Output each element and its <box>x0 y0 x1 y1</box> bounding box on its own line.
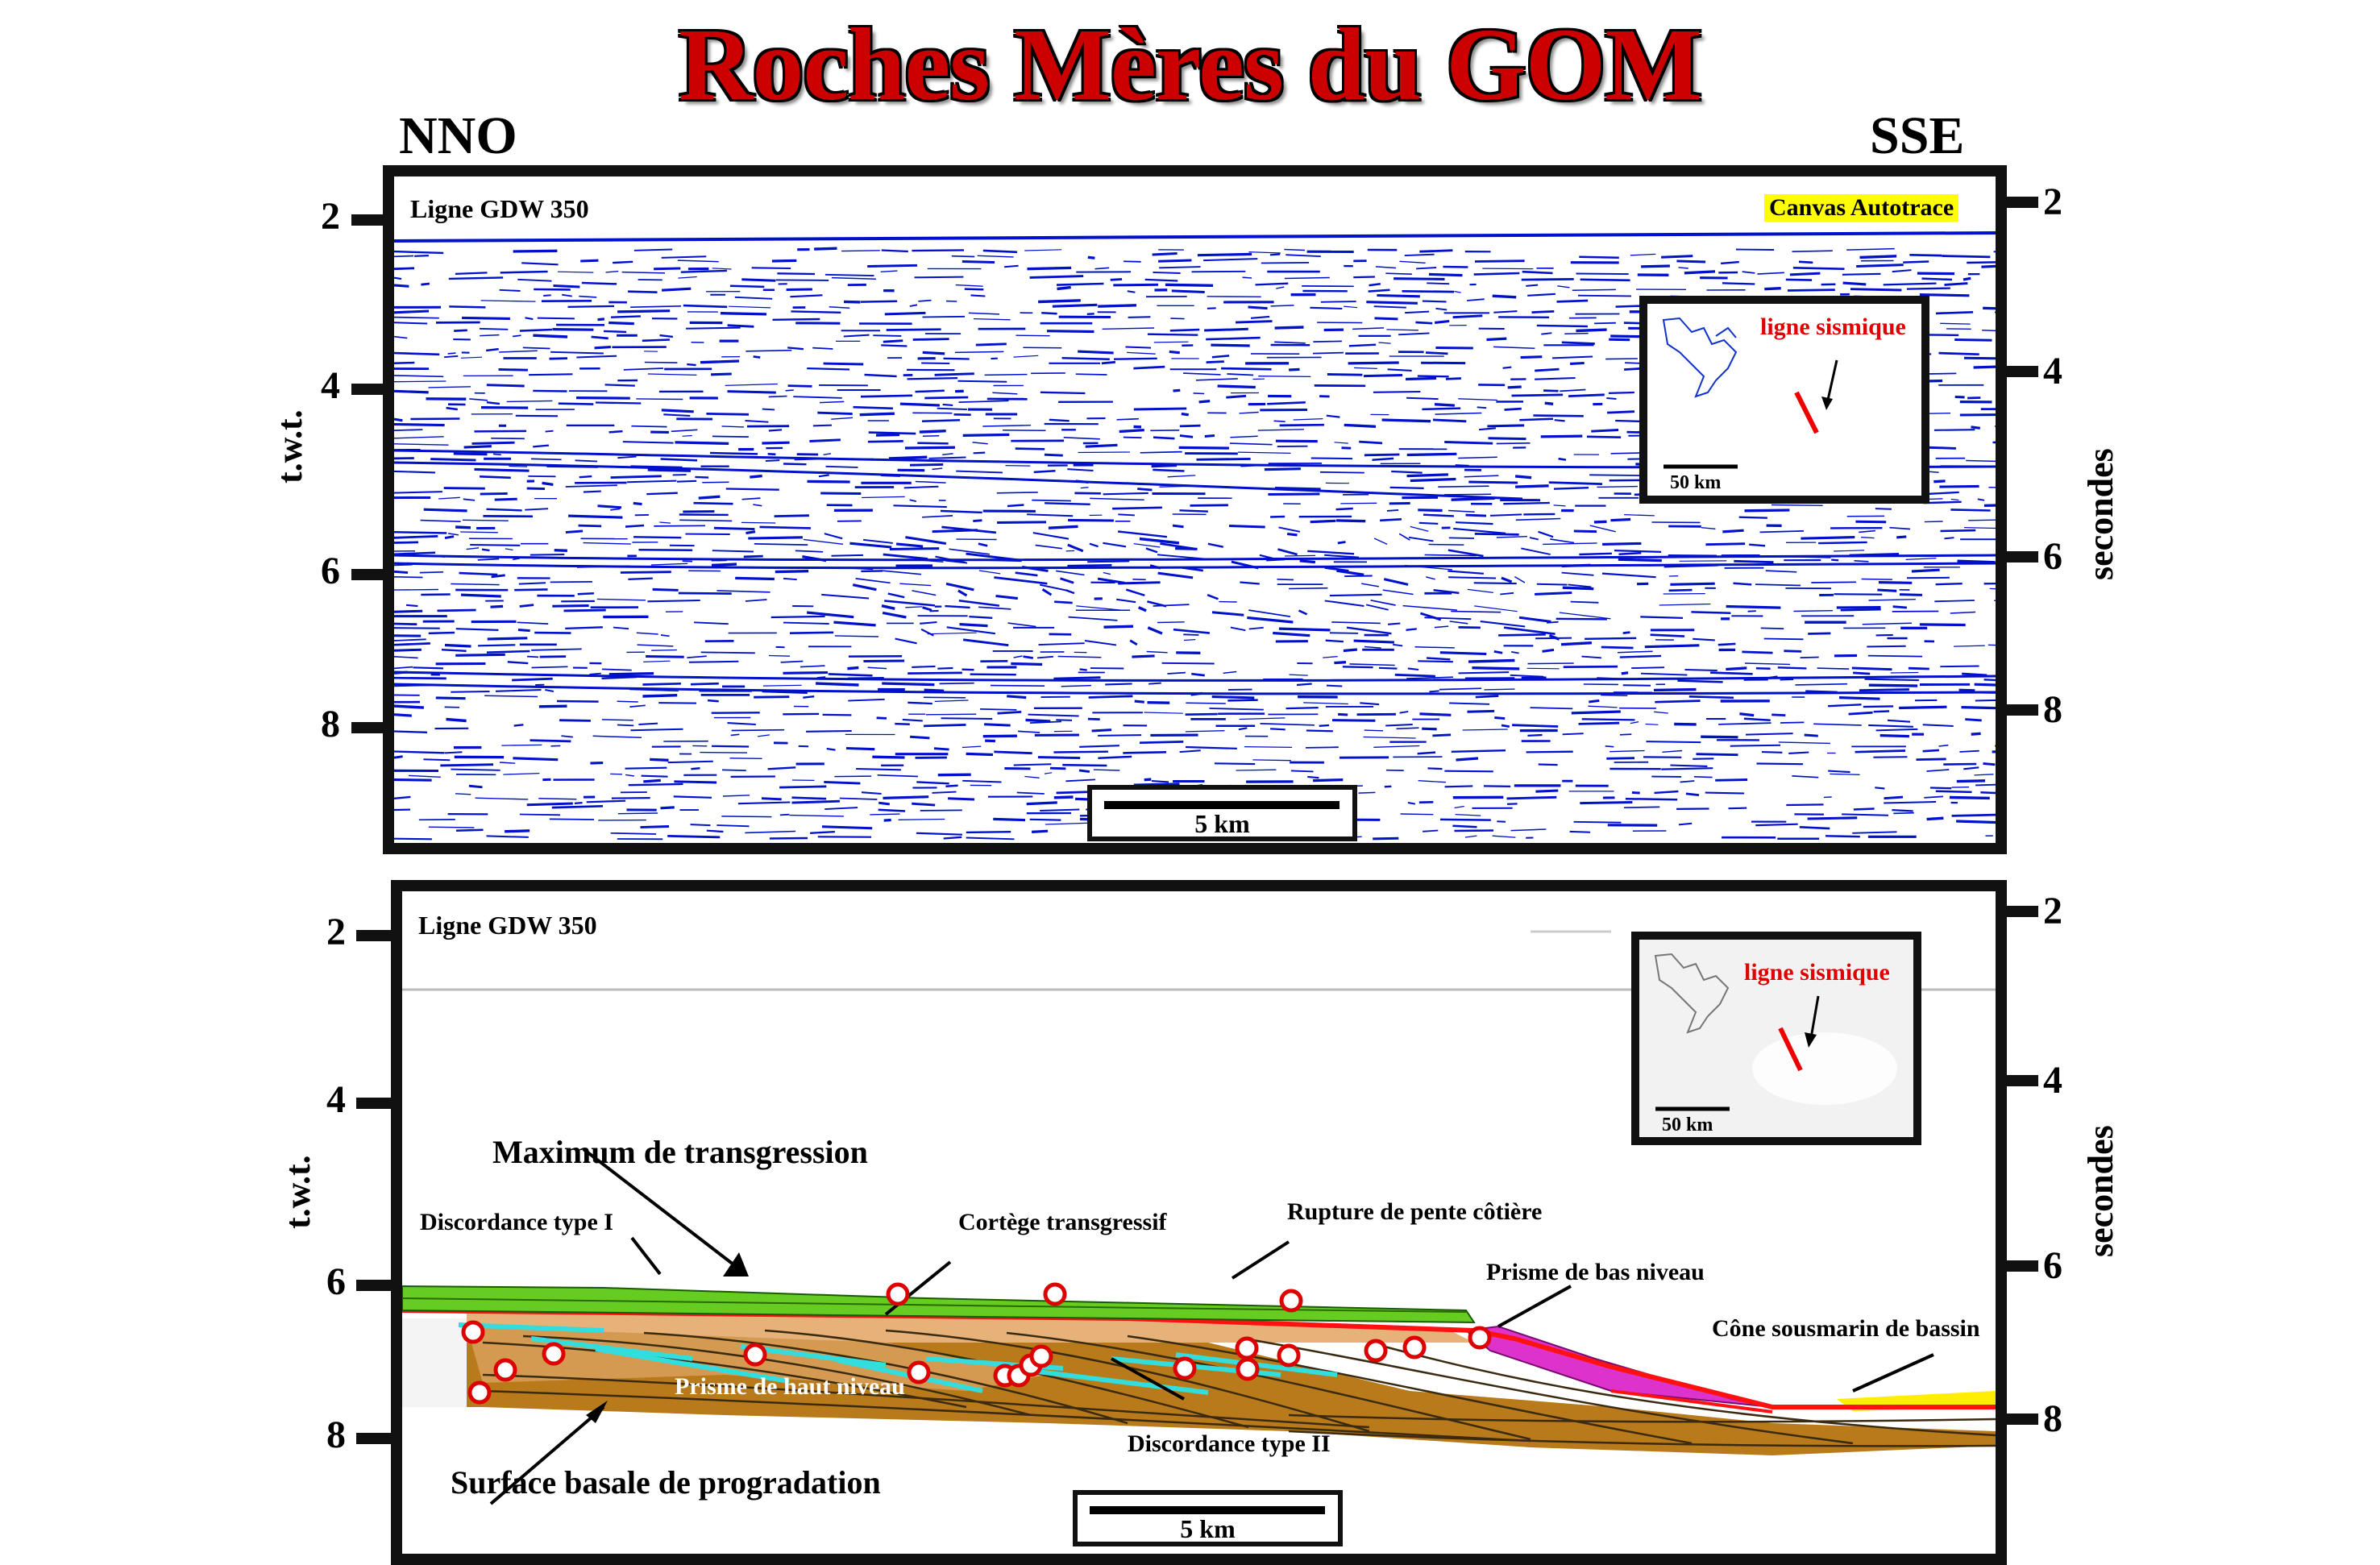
top-scale-box: 5 km <box>1087 785 1357 841</box>
label-prisme-haut: Prisme de haut niveau <box>675 1373 905 1400</box>
source-rock-marker <box>886 1282 910 1306</box>
label-prisme-bas: Prisme de bas niveau <box>1486 1259 1705 1285</box>
tick-left: 8 <box>326 1413 346 1456</box>
inset-scale-label: 50 km <box>1670 472 1722 493</box>
top-right-axis-label: secondes <box>2081 448 2120 580</box>
label-cone: Cône sousmarin de bassin <box>1712 1315 1980 1342</box>
inset-map-outline <box>1639 940 1913 1137</box>
source-rock-marker <box>493 1358 517 1382</box>
interpreted-section <box>402 930 1996 1505</box>
inset-seismic-label: ligne sismique <box>1760 313 1906 340</box>
tick-right: 4 <box>2043 1059 2062 1102</box>
source-rock-marker <box>461 1320 485 1344</box>
bottom-interpreted-panel: Ligne GDW 350 ligne sismique 50 km Maxim… <box>391 880 2007 1565</box>
label-max-transgression: Maximum de transgression <box>492 1134 868 1170</box>
inset-scale-label: 50 km <box>1662 1115 1713 1135</box>
direction-left: NNO <box>399 106 517 165</box>
seismic-line-marker <box>1778 1027 1803 1072</box>
bottom-scale-box: 5 km <box>1073 1490 1343 1546</box>
highstand-light <box>467 1310 1474 1343</box>
source-rock-marker <box>1235 1336 1259 1360</box>
source-rock-marker <box>1236 1357 1260 1381</box>
source-rock-marker <box>1043 1282 1067 1306</box>
source-rock-marker <box>1279 1289 1303 1313</box>
source-rock-marker <box>1364 1339 1388 1363</box>
source-rock-marker <box>1402 1335 1427 1360</box>
tick-left: 6 <box>321 550 340 592</box>
source-rock-marker <box>1029 1344 1053 1368</box>
top-left-axis-label: t.w.t. <box>270 409 309 484</box>
bottom-location-inset: ligne sismique 50 km <box>1631 932 1921 1145</box>
direction-right: SSE <box>1870 106 1965 165</box>
tick-right: 6 <box>2043 1244 2062 1287</box>
source-rock-marker <box>907 1360 931 1384</box>
source-rock-markers <box>461 1282 1492 1405</box>
tick-right: 2 <box>2043 181 2062 223</box>
inset-seismic-label: ligne sismique <box>1744 959 1890 986</box>
seismic-reflectors <box>394 231 1996 841</box>
annotation-leaders <box>489 1148 1934 1505</box>
top-scale-label: 5 km <box>1194 809 1250 838</box>
top-seismic-panel: Ligne GDW 350 Canvas Autotrace ligne sis… <box>383 165 2007 854</box>
top-line-name: Ligne GDW 350 <box>410 194 589 223</box>
top-location-inset: ligne sismique 50 km <box>1639 296 1929 504</box>
label-discordance-1: Discordance type I <box>420 1209 613 1235</box>
source-rock-marker <box>1173 1356 1197 1380</box>
tick-left: 8 <box>321 703 340 745</box>
label-cortege: Cortège transgressif <box>958 1209 1167 1235</box>
tick-left: 2 <box>326 911 346 953</box>
transgressive-systems-tract <box>402 1285 1476 1324</box>
source-rock-marker <box>1277 1343 1301 1368</box>
tick-right: 6 <box>2043 535 2062 578</box>
tick-right: 2 <box>2043 890 2062 932</box>
tick-left: 4 <box>326 1078 346 1121</box>
source-rock-marker <box>467 1380 492 1405</box>
bottom-scale-label: 5 km <box>1180 1514 1236 1543</box>
label-surface-basale: Surface basale de progradation <box>451 1464 881 1501</box>
source-rock-marker <box>1468 1326 1492 1350</box>
tick-left: 4 <box>321 364 340 407</box>
tick-left: 2 <box>321 195 340 238</box>
bottom-right-axis-label: secondes <box>2081 1125 2120 1257</box>
tick-left: 6 <box>326 1260 346 1303</box>
scale-bar <box>1090 1506 1325 1514</box>
scale-bar <box>1104 801 1340 809</box>
source-rock-marker <box>743 1343 767 1367</box>
bottom-left-axis-label: t.w.t. <box>278 1155 318 1229</box>
tick-right: 8 <box>2043 1397 2062 1440</box>
autotrace-badge: Canvas Autotrace <box>1764 194 1959 222</box>
bottom-line-name: Ligne GDW 350 <box>418 911 597 940</box>
tick-right: 4 <box>2043 350 2062 392</box>
tick-right: 8 <box>2043 688 2062 731</box>
seismic-line-marker <box>1794 391 1819 434</box>
source-rock-marker <box>542 1342 566 1366</box>
label-discordance-2: Discordance type II <box>1128 1430 1331 1457</box>
label-rupture: Rupture de pente côtière <box>1287 1198 1543 1225</box>
page-title: Roches Mères du GOM <box>678 7 1702 122</box>
inset-map-outline <box>1662 317 1838 469</box>
